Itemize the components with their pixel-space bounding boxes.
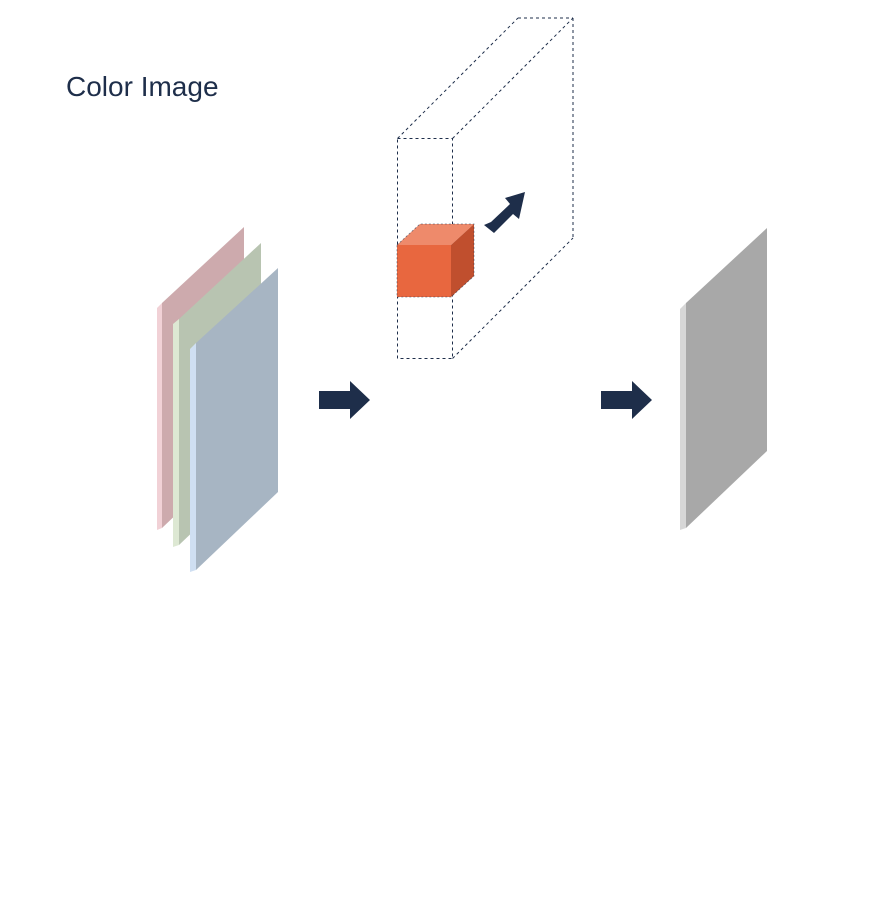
right-arrow-icon [319,381,370,419]
diagonal-arrow-icon [484,192,525,233]
kernel-cube [396,223,475,298]
convolution-volume [396,17,574,359]
diagram-title: Color Image [66,71,219,102]
output-grayscale-plane [680,228,767,530]
blue-channel-plane [190,268,278,572]
input-channel-stack [157,227,278,572]
right-arrow-icon [601,381,652,419]
